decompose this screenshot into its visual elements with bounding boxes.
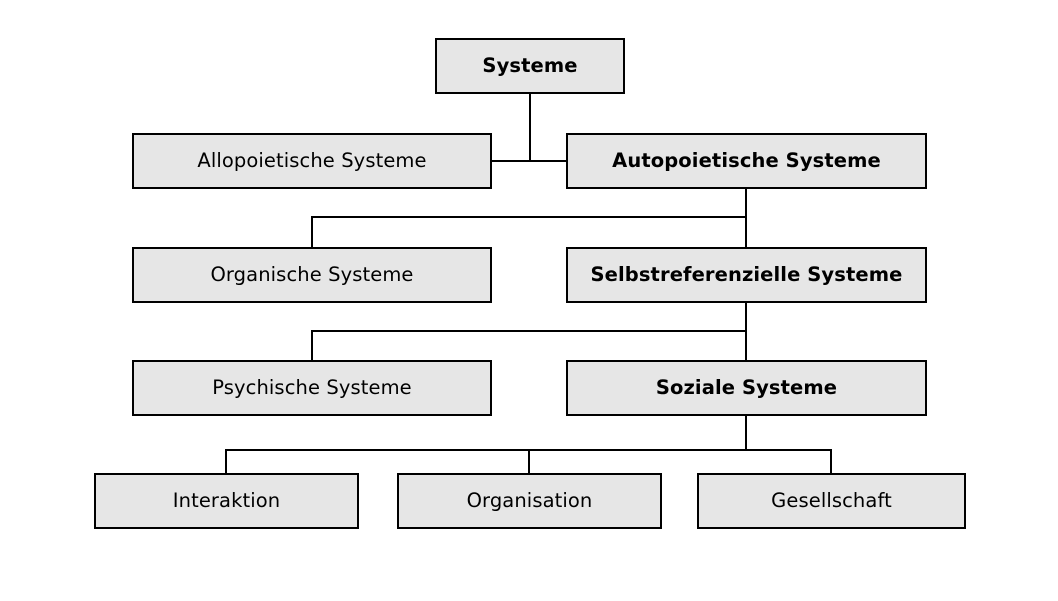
node-label-interaktion: Interaktion [172,489,281,513]
node-organische-systeme[interactable]: Organische Systeme [132,247,492,303]
node-soziale-systeme[interactable]: Soziale Systeme [566,360,927,416]
node-label-allopoietische-systeme: Allopoietische Systeme [197,149,427,173]
node-label-organisation: Organisation [466,489,593,513]
node-label-selbstreferenzielle-systeme: Selbstreferenzielle Systeme [590,263,903,287]
node-autopoietische-systeme[interactable]: Autopoietische Systeme [566,133,927,189]
node-selbstreferenzielle-systeme[interactable]: Selbstreferenzielle Systeme [566,247,927,303]
node-organisation[interactable]: Organisation [397,473,662,529]
node-label-autopoietische-systeme: Autopoietische Systeme [612,149,881,173]
node-systeme[interactable]: Systeme [435,38,625,94]
node-psychische-systeme[interactable]: Psychische Systeme [132,360,492,416]
node-allopoietische-systeme[interactable]: Allopoietische Systeme [132,133,492,189]
node-label-gesellschaft: Gesellschaft [771,489,892,513]
node-label-psychische-systeme: Psychische Systeme [212,376,412,400]
node-label-soziale-systeme: Soziale Systeme [655,376,838,400]
node-gesellschaft[interactable]: Gesellschaft [697,473,966,529]
node-label-organische-systeme: Organische Systeme [210,263,414,287]
node-label-systeme: Systeme [482,54,578,78]
node-interaktion[interactable]: Interaktion [94,473,359,529]
